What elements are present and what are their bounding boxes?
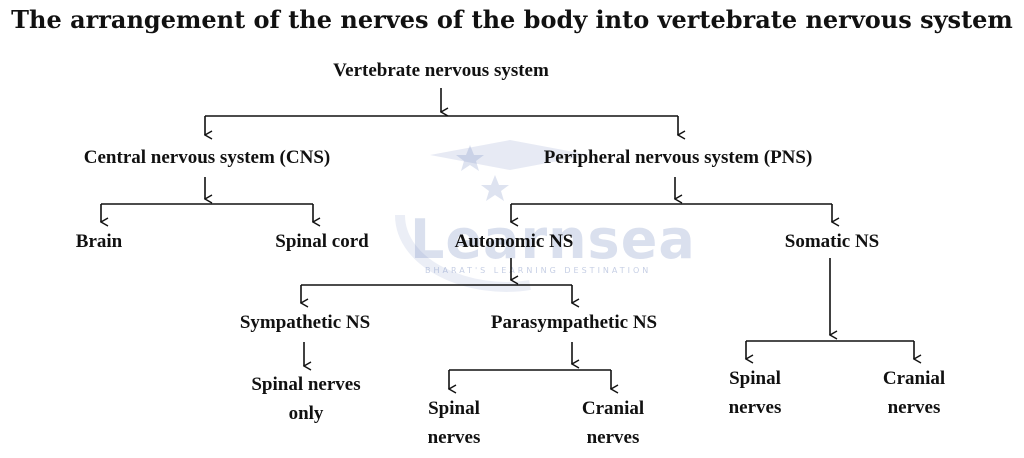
node-para-cranial-line2: nerves bbox=[586, 427, 640, 448]
node-peripheral-nervous-system: Peripheral nervous system (PNS) bbox=[543, 147, 813, 168]
node-som-cranial-line2: nerves bbox=[887, 397, 941, 418]
node-para-spinal-line1: Spinal bbox=[428, 398, 480, 419]
node-para-spinal-nerves: Spinal nerves bbox=[428, 394, 481, 452]
watermark-tagline: BHARAT'S LEARNING DESTINATION bbox=[425, 266, 652, 275]
node-spinal-nerves-only-line2: only bbox=[288, 403, 324, 424]
node-spinal-nerves-only: Spinal nerves only bbox=[251, 370, 360, 428]
node-somatic-ns: Somatic NS bbox=[784, 231, 880, 252]
node-vertebrate-nervous-system: Vertebrate nervous system bbox=[333, 60, 549, 81]
node-para-cranial-line1: Cranial bbox=[581, 398, 645, 419]
node-parasympathetic-ns: Parasympathetic NS bbox=[490, 312, 658, 333]
node-sympathetic-ns: Sympathetic NS bbox=[239, 312, 371, 333]
node-somatic-spinal-nerves: Spinal nerves bbox=[729, 364, 782, 422]
node-autonomic-ns: Autonomic NS bbox=[454, 231, 574, 252]
node-central-nervous-system: Central nervous system (CNS) bbox=[83, 147, 331, 168]
diagram-title: The arrangement of the nerves of the bod… bbox=[11, 5, 1013, 34]
node-somatic-cranial-nerves: Cranial nerves bbox=[883, 364, 945, 422]
node-para-spinal-line2: nerves bbox=[427, 427, 481, 448]
node-som-spinal-line1: Spinal bbox=[729, 368, 781, 389]
node-para-cranial-nerves: Cranial nerves bbox=[582, 394, 644, 452]
node-brain: Brain bbox=[75, 231, 123, 252]
node-som-spinal-line2: nerves bbox=[728, 397, 782, 418]
node-spinal-cord: Spinal cord bbox=[275, 231, 369, 252]
node-som-cranial-line1: Cranial bbox=[882, 368, 946, 389]
watermark-brand: Learnsea bbox=[410, 208, 696, 271]
node-spinal-nerves-only-line1: Spinal nerves bbox=[251, 374, 361, 395]
